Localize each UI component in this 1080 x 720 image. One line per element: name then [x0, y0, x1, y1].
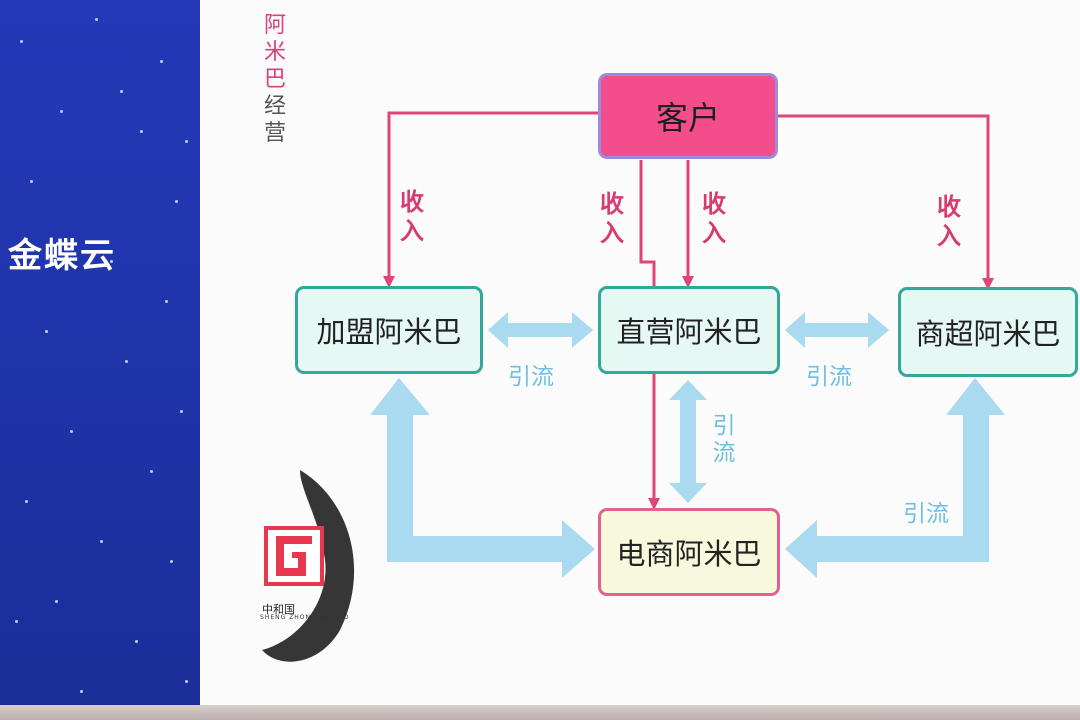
income-label-franchise: 收 入	[399, 188, 425, 246]
star-dot	[55, 600, 58, 603]
star-dot	[60, 110, 63, 113]
label-char: 入	[400, 217, 424, 245]
income-arrow-franchise	[383, 111, 598, 288]
star-dot	[170, 560, 173, 563]
node-ecommerce-amoeba: 电商阿米巴	[598, 508, 780, 596]
flow-arrow-franchise-direct	[488, 312, 593, 348]
star-dot	[100, 540, 103, 543]
node-direct-amoeba: 直营阿米巴	[598, 286, 780, 374]
star-dot	[160, 60, 163, 63]
node-supermarket-amoeba: 商超阿米巴	[898, 287, 1078, 377]
title-char: 阿	[263, 13, 286, 38]
star-dot	[120, 90, 123, 93]
star-dot	[175, 200, 178, 203]
label-char: 流	[712, 440, 736, 466]
node-franchise-amoeba: 加盟阿米巴	[295, 286, 483, 374]
slide-vertical-title: 阿 米 巴 经 营	[262, 12, 288, 147]
income-label-ecommerce: 收 入	[599, 190, 625, 248]
brand-name: 金蝶云	[8, 236, 116, 276]
star-dot	[140, 130, 143, 133]
flow-arrow-supermarket-ecommerce	[785, 378, 1005, 578]
star-dot	[150, 470, 153, 473]
star-dot	[125, 360, 128, 363]
flow-arrow-direct-supermarket	[785, 312, 889, 348]
income-label-direct: 收 入	[701, 190, 727, 248]
star-dot	[80, 690, 83, 693]
left-brand-panel: 金蝶云	[0, 0, 200, 720]
star-dot	[45, 330, 48, 333]
star-dot	[95, 18, 98, 21]
star-dot	[15, 620, 18, 623]
income-label-supermarket: 收 入	[936, 193, 962, 251]
node-customer: 客户	[598, 73, 778, 159]
flow-arrow-direct-ecommerce	[669, 380, 707, 503]
star-dot	[185, 140, 188, 143]
label-char: 收	[937, 193, 961, 221]
star-dot	[70, 430, 73, 433]
title-char: 营	[263, 121, 286, 146]
label-char: 入	[937, 222, 961, 250]
star-dot	[30, 180, 33, 183]
star-dot	[135, 640, 138, 643]
logo-seal	[264, 526, 324, 586]
seal-emblem-icon	[276, 536, 312, 576]
star-dot	[165, 300, 168, 303]
star-dot	[185, 680, 188, 683]
title-char: 经	[263, 94, 286, 119]
label-char: 收	[400, 188, 424, 216]
stage-floor	[0, 705, 1080, 720]
logo-subtitle: SHENG ZHONG HE GUO	[260, 614, 350, 621]
title-char: 巴	[263, 67, 286, 92]
label-char: 入	[600, 219, 624, 247]
flow-label-direct-supermarket: 引流	[806, 364, 852, 390]
income-arrow-ecommerce	[639, 160, 660, 510]
flow-label-franchise-direct: 引流	[508, 364, 554, 390]
star-dot	[110, 260, 113, 263]
label-char: 收	[600, 190, 624, 218]
flow-label-direct-ecommerce: 引 流	[711, 413, 737, 467]
star-dot	[25, 500, 28, 503]
flow-label-supermarket-ecommerce: 引流	[903, 501, 949, 527]
income-arrow-supermarket	[778, 114, 994, 290]
label-char: 收	[702, 190, 726, 218]
label-char: 引	[712, 413, 736, 439]
label-char: 入	[702, 219, 726, 247]
star-dot	[180, 410, 183, 413]
ink-swoosh	[262, 470, 355, 662]
star-dot	[20, 40, 23, 43]
logo-caption: 中和国	[262, 603, 295, 616]
flow-arrow-franchise-ecommerce	[370, 378, 595, 578]
title-char: 米	[263, 40, 286, 65]
